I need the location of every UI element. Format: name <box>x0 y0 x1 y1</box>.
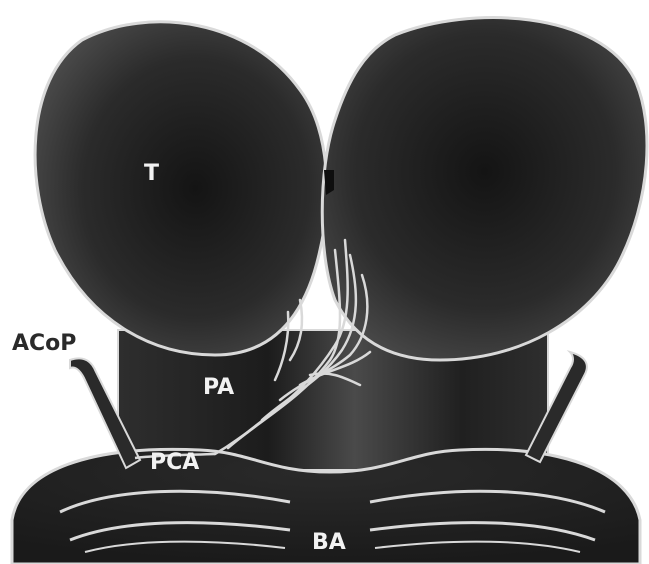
label-communicating-artery: ACoP <box>12 333 76 355</box>
label-perforating-arteries: PA <box>203 377 234 399</box>
label-basilar-artery: BA <box>312 532 346 554</box>
label-thalamus: T <box>144 163 159 185</box>
label-posterior-cerebral-artery: PCA <box>150 452 199 474</box>
